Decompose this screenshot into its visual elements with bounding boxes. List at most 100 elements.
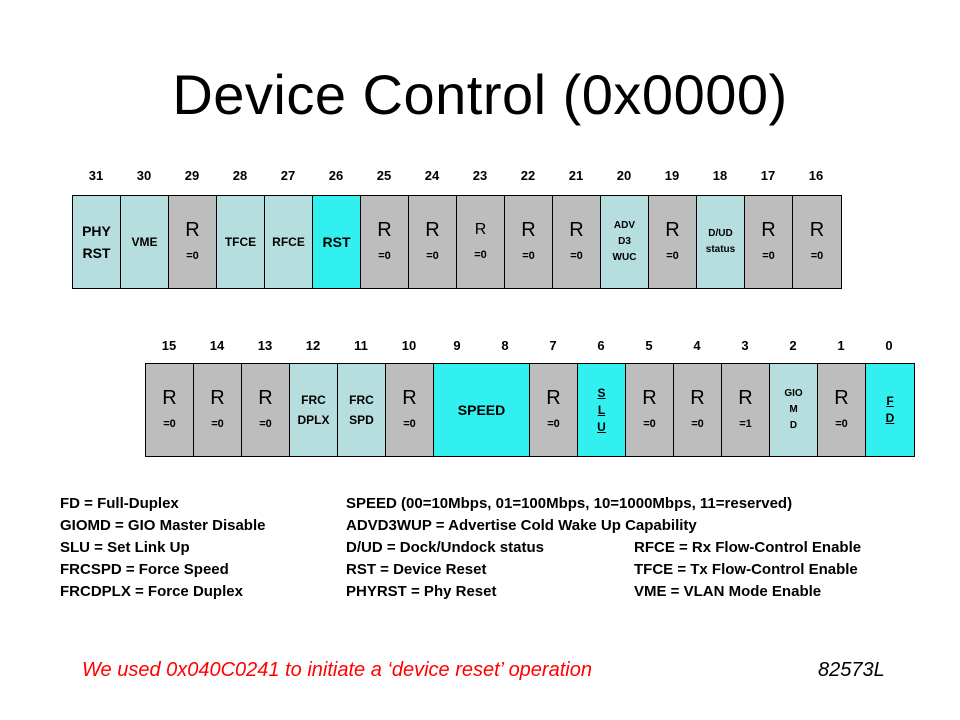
legend-fd: FD = Full-Duplex bbox=[60, 495, 179, 512]
field-vme: VME bbox=[121, 196, 169, 288]
reserved-value: =0 bbox=[163, 418, 176, 430]
reserved-bit-4: R =0 bbox=[674, 364, 722, 456]
slide-title: Device Control (0x0000) bbox=[172, 63, 788, 126]
bit-number-25: 25 bbox=[376, 168, 392, 183]
reserved-label: R bbox=[474, 221, 487, 238]
bit-number-19: 19 bbox=[664, 168, 680, 183]
bit-number-8: 8 bbox=[501, 338, 509, 353]
bit-number-14: 14 bbox=[209, 338, 225, 353]
reserved-label: R bbox=[569, 219, 584, 241]
reserved-value: =0 bbox=[378, 250, 391, 262]
legend-speed: SPEED (00=10Mbps, 01=100Mbps, 10=1000Mbp… bbox=[346, 495, 793, 512]
field-label: D/UD status bbox=[705, 228, 736, 255]
reserved-bit-16: R=0 bbox=[793, 196, 841, 288]
bit-number-22: 22 bbox=[520, 168, 536, 183]
reserved-bit-13: R =0 bbox=[242, 364, 290, 456]
reserved-value: =0 bbox=[186, 250, 199, 262]
reserved-bit-1: R=0 bbox=[818, 364, 866, 456]
field-label: F D bbox=[885, 394, 895, 425]
bit-number-16: 16 bbox=[808, 168, 824, 183]
field-adv-d3-wuc: ADV D3 WUC bbox=[601, 196, 649, 288]
field-speed: SPEED bbox=[434, 364, 530, 456]
field-frc-spd: FRC SPD bbox=[338, 364, 386, 456]
bit-number-26: 26 bbox=[328, 168, 344, 183]
reserved-value: =0 bbox=[403, 418, 416, 430]
legend-frcspd: FRCSPD = Force Speed bbox=[60, 561, 229, 578]
bit-number-29: 29 bbox=[184, 168, 200, 183]
reserved-bit-25: R =0 bbox=[361, 196, 409, 288]
field-s-l-u: S L U bbox=[578, 364, 626, 456]
reserved-label: R bbox=[546, 387, 561, 409]
footnote: We used 0x040C0241 to initiate a ‘device… bbox=[82, 659, 592, 681]
field-label: RST bbox=[322, 234, 351, 250]
bit-number-6: 6 bbox=[597, 338, 605, 353]
bit-number-12: 12 bbox=[305, 338, 321, 353]
legend-vme: VME = VLAN Mode Enable bbox=[634, 583, 822, 600]
reserved-label: R bbox=[258, 387, 273, 409]
reserved-value: =0 bbox=[762, 250, 775, 262]
field-phy-rst: PHY RST bbox=[73, 196, 121, 288]
reserved-bit-17: R =0 bbox=[745, 196, 793, 288]
reserved-label: R bbox=[761, 219, 776, 241]
field-label: VME bbox=[131, 235, 158, 249]
reserved-label: R bbox=[402, 387, 417, 409]
bit-number-15: 15 bbox=[161, 338, 177, 353]
field-label: PHY RST bbox=[82, 223, 111, 261]
bit-number-5: 5 bbox=[645, 338, 653, 353]
reserved-value: =0 bbox=[474, 249, 487, 261]
reserved-value: =0 bbox=[666, 250, 679, 262]
bit-number-1: 1 bbox=[837, 338, 845, 353]
legend-rfce: RFCE = Rx Flow-Control Enable bbox=[634, 539, 862, 556]
field-label: RFCE bbox=[272, 235, 305, 249]
field-rfce: RFCE bbox=[265, 196, 313, 288]
legend-tfce: TFCE = Tx Flow-Control Enable bbox=[634, 561, 858, 578]
bit-number-31: 31 bbox=[88, 168, 104, 183]
chip-model: 82573L bbox=[818, 659, 885, 681]
bit-number-2: 2 bbox=[789, 338, 797, 353]
reserved-value: =0 bbox=[426, 250, 439, 262]
bit-number-0: 0 bbox=[885, 338, 893, 353]
reserved-value: =0 bbox=[570, 250, 583, 262]
field-gio-m-d: GIO M D bbox=[770, 364, 818, 456]
bit-number-17: 17 bbox=[760, 168, 776, 183]
bit-number-10: 10 bbox=[401, 338, 417, 353]
field-label: FRC SPD bbox=[349, 393, 374, 427]
reserved-bit-29: R=0 bbox=[169, 196, 217, 288]
legend-frcdplx: FRCDPLX = Force Duplex bbox=[60, 583, 243, 600]
bit-number-3: 3 bbox=[741, 338, 749, 353]
reserved-label: R bbox=[377, 219, 392, 241]
reserved-label: R bbox=[834, 387, 849, 409]
reserved-label: R bbox=[642, 387, 657, 409]
reserved-bit-21: R =0 bbox=[553, 196, 601, 288]
reserved-bit-24: R=0 bbox=[409, 196, 457, 288]
field-frc-dplx: FRC DPLX bbox=[290, 364, 338, 456]
reserved-value: =0 bbox=[547, 418, 560, 430]
legend-slu: SLU = Set Link Up bbox=[60, 539, 190, 556]
bit-number-27: 27 bbox=[280, 168, 296, 183]
reserved-bit-14: R=0 bbox=[194, 364, 242, 456]
field-label: S L U bbox=[597, 385, 606, 434]
field-tfce: TFCE bbox=[217, 196, 265, 288]
field-rst: RST bbox=[313, 196, 361, 288]
bit-number-7: 7 bbox=[549, 338, 557, 353]
reserved-value: =0 bbox=[643, 418, 656, 430]
bit-number-23: 23 bbox=[472, 168, 488, 183]
reserved-value: =0 bbox=[810, 250, 824, 262]
bit-number-4: 4 bbox=[693, 338, 701, 353]
legend-advd3wup: ADVD3WUP = Advertise Cold Wake Up Capabi… bbox=[346, 517, 697, 534]
reserved-bit-22: R=0 bbox=[505, 196, 553, 288]
reserved-label: R bbox=[665, 219, 680, 241]
legend-rst: RST = Device Reset bbox=[346, 561, 487, 578]
reserved-label: R bbox=[690, 387, 705, 409]
reserved-value: =0 bbox=[259, 418, 272, 430]
field-f-d: F D bbox=[866, 364, 914, 456]
field-d-ud-status: D/UD status bbox=[697, 196, 745, 288]
field-label: SPEED bbox=[457, 402, 506, 418]
reserved-label: R bbox=[162, 387, 177, 409]
reserved-value: =0 bbox=[522, 250, 535, 262]
legend-phyrst: PHYRST = Phy Reset bbox=[346, 583, 497, 600]
reserved-value: =0 bbox=[691, 418, 704, 430]
reserved-label: R bbox=[210, 387, 225, 409]
reserved-value: =1 bbox=[739, 418, 752, 430]
